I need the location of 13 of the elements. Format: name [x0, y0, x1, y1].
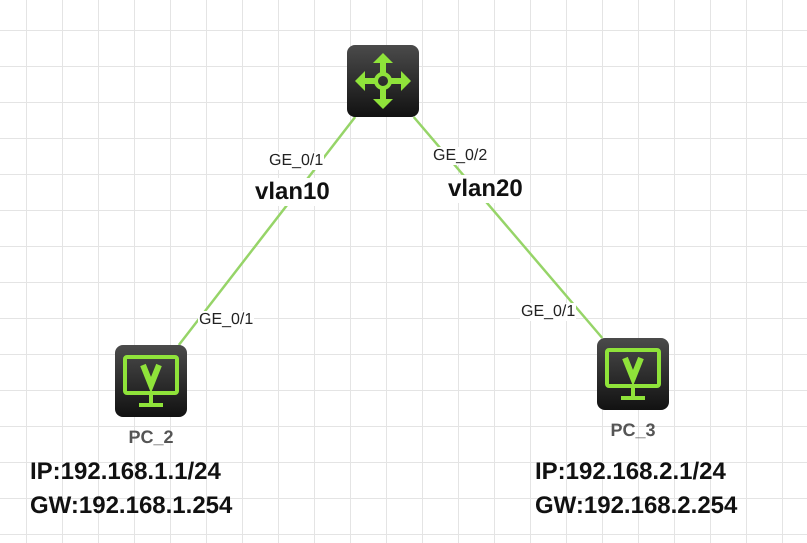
edge-label: vlan20 [446, 175, 525, 203]
port-label: GE_0/2 [432, 147, 488, 165]
address-text: GW:192.168.1.254 [30, 492, 232, 520]
switch-icon [346, 45, 420, 117]
port-label: GE_0/1 [198, 311, 254, 329]
port-label: GE_0/1 [268, 152, 324, 170]
address-text: GW:192.168.2.254 [535, 492, 738, 520]
address-text: IP:192.168.2.1/24 [535, 458, 726, 486]
address-text: IP:192.168.1.1/24 [30, 458, 221, 486]
device-name: PC_3 [609, 420, 657, 441]
edge-label: vlan10 [253, 178, 332, 206]
port-label: GE_0/1 [520, 303, 576, 321]
device-name: PC_2 [127, 427, 175, 448]
